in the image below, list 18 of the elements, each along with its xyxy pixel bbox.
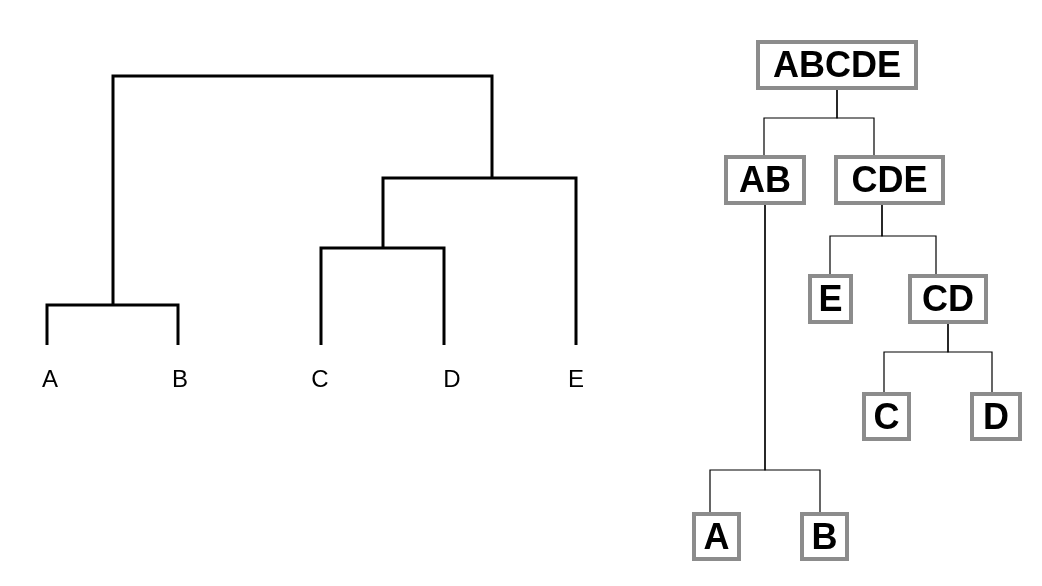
leaf-label: C <box>311 367 329 391</box>
leaf-label: B <box>172 367 188 391</box>
leaf-label: E <box>568 367 584 391</box>
cluster-box: ABCDE <box>756 40 918 90</box>
cluster-box: AB <box>724 155 806 205</box>
tree-connector <box>947 323 993 393</box>
cluster-box: E <box>808 274 853 324</box>
tree-connector <box>881 204 937 275</box>
leaf-label: D <box>443 367 461 391</box>
tree-connector <box>836 89 875 156</box>
cluster-box: CDE <box>834 155 945 205</box>
cluster-box: CD <box>908 274 988 324</box>
cluster-box: C <box>862 392 911 441</box>
cluster-box: D <box>970 392 1022 441</box>
leaf-label: A <box>42 367 58 391</box>
tree-connector <box>764 204 821 513</box>
cluster-box: A <box>692 512 741 561</box>
cluster-box: B <box>800 512 849 561</box>
